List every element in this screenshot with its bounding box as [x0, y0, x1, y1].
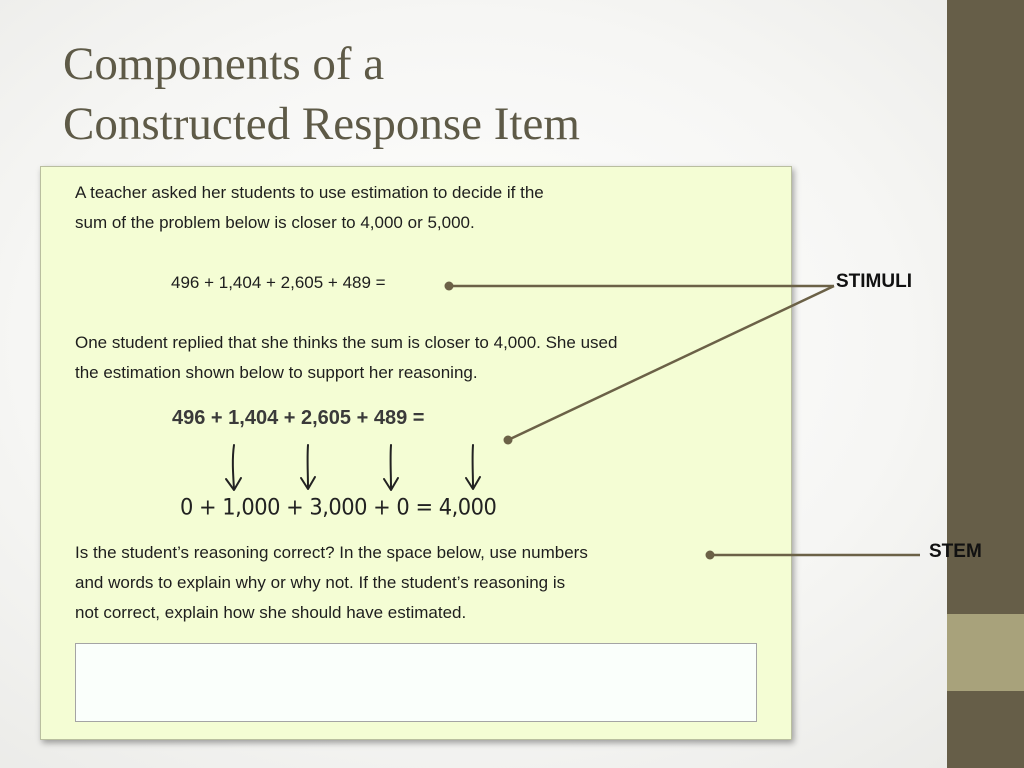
intro-paragraph: A teacher asked her students to use esti… — [75, 178, 544, 238]
stimuli-label: STIMULI — [836, 271, 912, 292]
reply-line-1: One student replied that she thinks the … — [75, 333, 618, 352]
slide-title: Components of a Constructed Response Ite… — [63, 34, 580, 154]
stem-paragraph: Is the student’s reasoning correct? In t… — [75, 538, 588, 628]
down-arrow-icon — [383, 444, 399, 491]
answer-response-box[interactable] — [75, 643, 757, 722]
estimation-typed-equation: 496 + 1,404 + 2,605 + 489 = — [172, 407, 425, 429]
problem-equation: 496 + 1,404 + 2,605 + 489 = — [171, 273, 386, 292]
constructed-response-item-panel: A teacher asked her students to use esti… — [40, 166, 792, 740]
slide-title-line-1: Components of a — [63, 38, 385, 90]
stimuli-connector-line-2 — [507, 284, 835, 442]
stimuli-connector-dot — [503, 435, 513, 445]
down-arrow-icon — [225, 444, 242, 491]
student-reply-paragraph: One student replied that she thinks the … — [75, 328, 617, 388]
reply-line-2: the estimation shown below to support he… — [75, 363, 478, 382]
slide-title-line-2: Constructed Response Item — [63, 98, 580, 150]
stem-line-3: not correct, explain how she should have… — [75, 603, 467, 622]
estimation-handwritten-result: 0 + 1,000 + 3,000 + 0 = 4,000 — [180, 494, 497, 520]
intro-line-1: A teacher asked her students to use esti… — [75, 183, 544, 202]
student-estimation-figure: 496 + 1,404 + 2,605 + 489 = 0 + 1,000 + … — [166, 403, 526, 533]
right-bar-accent-block — [947, 614, 1024, 691]
stem-connector-dot — [705, 550, 715, 560]
down-arrow-icon — [300, 444, 316, 490]
stem-label: STEM — [929, 541, 982, 562]
down-arrow-icon — [465, 444, 481, 490]
intro-line-2: sum of the problem below is closer to 4,… — [75, 213, 475, 232]
stem-line-1: Is the student’s reasoning correct? In t… — [75, 543, 588, 562]
stimuli-connector-dot — [444, 281, 454, 291]
estimation-arrows — [225, 444, 481, 491]
stem-line-2: and words to explain why or why not. If … — [75, 573, 566, 592]
